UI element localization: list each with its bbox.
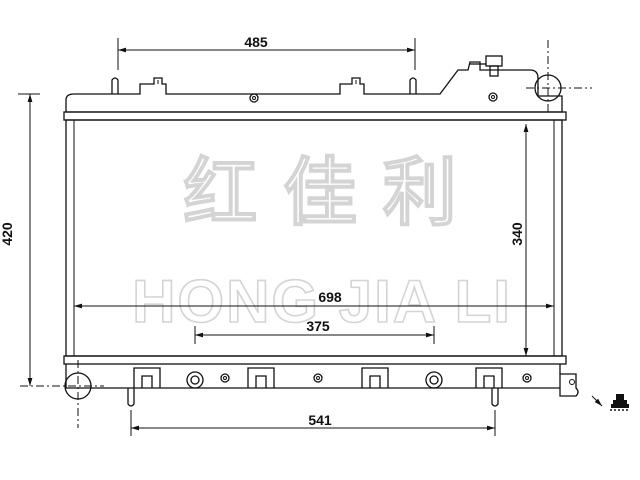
dimension-overall-height: 420	[0, 93, 40, 386]
drain-plug-icon	[610, 394, 630, 411]
label-541: 541	[308, 412, 332, 428]
bottom-flange	[63, 355, 567, 365]
watermark-english: HONG JIA LI	[132, 268, 512, 335]
label-340: 340	[509, 222, 525, 246]
centerlines	[20, 40, 592, 428]
watermark-chinese: 红 佳 利	[183, 150, 457, 236]
top-tank	[65, 55, 563, 113]
dimension-bottom-width: 541	[130, 410, 496, 436]
drain-plug-callout	[591, 394, 630, 411]
watermark: 红 佳 利 HONG JIA LI	[131, 149, 512, 336]
label-698: 698	[318, 289, 342, 305]
dimension-top-width: 485	[117, 34, 416, 70]
dimension-inner-width: 375	[194, 318, 435, 344]
dimension-core-height: 340	[509, 124, 529, 356]
label-420: 420	[0, 222, 15, 246]
dimension-overall-width: 698	[74, 289, 554, 309]
bottom-tank	[64, 364, 579, 407]
label-485: 485	[244, 34, 268, 50]
label-375: 375	[306, 318, 330, 334]
top-flange	[63, 111, 567, 121]
